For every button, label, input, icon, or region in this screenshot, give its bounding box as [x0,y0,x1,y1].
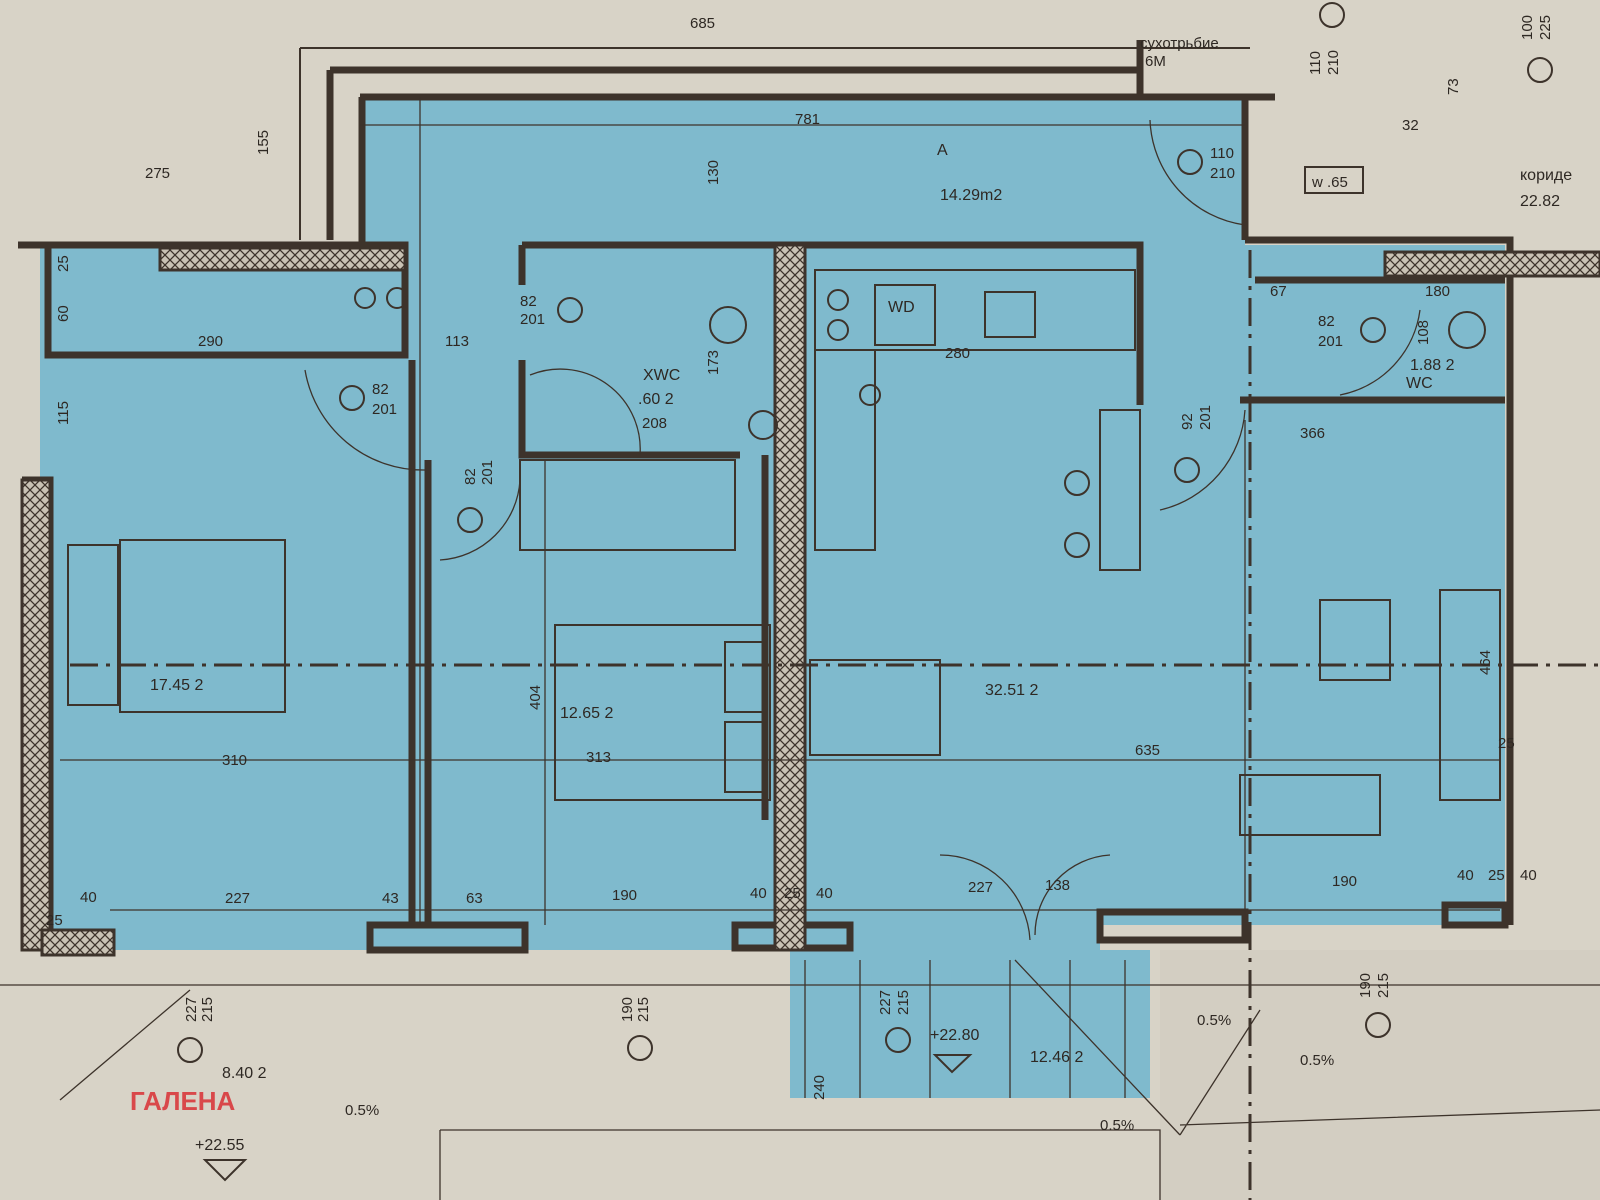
dim: 190 [612,887,637,904]
door-living-height: 201 [1197,405,1214,430]
door-topright-width: 100 [1519,15,1536,40]
door-balc1-height: 215 [199,997,216,1022]
door-balc2-width: 190 [619,997,636,1022]
furniture [0,97,1600,1200]
dim: 313 [586,749,611,766]
corridor-letter: A [937,142,948,159]
dim: 190 [1332,873,1357,890]
door-wc-width: 82 [1318,313,1335,330]
dim: 240 [811,1075,828,1100]
common-corridor-label: кориде [1520,167,1572,184]
dim: 781 [795,111,820,128]
dim: 73 [1445,78,1462,95]
dim: 138 [1045,877,1070,894]
dim: 275 [145,165,170,182]
dim: 40 [80,889,97,906]
corridor-area: 14.29m2 [940,187,1002,204]
dim: 366 [1300,425,1325,442]
door-bath-width: 82 [520,293,537,310]
slope-3: 0.5% [1300,1052,1334,1069]
door-balc4-height: 215 [1375,973,1392,998]
dim: 25 [1488,867,1505,884]
dim: 40 [1520,867,1537,884]
door-topright-height: 225 [1537,15,1554,40]
dim: 25 [784,885,801,902]
dim: 60 [55,305,72,322]
bath-name: XWC [643,367,680,384]
slope-2: 0.5% [1100,1117,1134,1134]
dim: 43 [382,890,399,907]
dim: 635 [1135,742,1160,759]
dim: 227 [968,879,993,896]
wc-name: WC [1406,375,1433,392]
door-top-height: 210 [1325,50,1342,75]
dim: 173 [705,350,722,375]
dim: 310 [222,752,247,769]
door-bed1-height: 201 [372,401,397,418]
common-corridor-area: 22.82 [1520,193,1560,210]
door-entry-height: 210 [1210,165,1235,182]
bedroom2-area: 12.65 2 [560,705,613,722]
terrace1-area: 8.40 2 [222,1065,267,1082]
dishwasher-label: WD [888,299,915,316]
door-top-width: 110 [1307,51,1324,75]
shaft-label: сухотрьбие [1140,35,1219,52]
dimension-labels: 685 275 155 781 130 25 60 290 113 115 17… [46,15,1537,1100]
dim: 227 [225,890,250,907]
shaft-sub: 6М [1145,53,1166,70]
dim: 208 [642,415,667,432]
wc-area: 1.88 2 [1410,357,1455,374]
dim: 67 [1270,283,1287,300]
bath-area: .60 2 [638,391,674,408]
dim: 685 [690,15,715,32]
dim: 40 [816,885,833,902]
dim: 25 [55,255,72,272]
dim: 63 [466,890,483,907]
slope-1: 0.5% [345,1102,379,1119]
door-wc-height: 201 [1318,333,1343,350]
door-bed2-width: 82 [462,468,479,485]
door-bed1-width: 82 [372,381,389,398]
dim: 404 [527,685,544,710]
door-balc2-height: 215 [635,997,652,1022]
bedroom1-area: 17.45 2 [150,677,203,694]
dim: 464 [1477,650,1494,675]
dim: 32 [1402,117,1419,134]
door-balc1-width: 227 [183,997,200,1022]
door-balc4-width: 190 [1357,973,1374,998]
room-labels: A 14.29m2 17.45 2 12.65 2 32.51 2 XWC .6… [130,35,1572,1182]
dim: 113 [445,333,469,350]
dim: 25 [46,912,63,929]
window-tag: w .65 [1311,174,1348,191]
dim: 180 [1425,283,1450,300]
level-terrace1: +22.55 [195,1137,244,1154]
living-area: 32.51 2 [985,682,1038,699]
dim: 108 [1415,320,1432,345]
dim: 290 [198,333,223,350]
terrace-right-fill [1160,950,1600,1200]
dim: 115 [55,401,72,425]
dim: 40 [1457,867,1474,884]
door-bath-height: 201 [520,311,545,328]
terrace2-area: 12.46 2 [1030,1049,1083,1066]
dim: 130 [705,160,722,185]
slope-4: 0.5% [1197,1012,1231,1029]
door-bed2-height: 201 [479,460,496,485]
door-balc3-height: 215 [895,990,912,1015]
dim: 25 [1498,735,1515,752]
dim: 155 [255,130,272,155]
door-balc3-width: 227 [877,990,894,1015]
dim: 280 [945,345,970,362]
dim: 40 [750,885,767,902]
door-living-width: 92 [1179,413,1196,430]
level-terrace2: +22.80 [930,1027,979,1044]
walls [18,40,1514,954]
door-entry-width: 110 [1210,145,1234,162]
hatched-walls [20,243,1600,957]
logo-watermark: ГАЛЕНА [130,1086,236,1116]
